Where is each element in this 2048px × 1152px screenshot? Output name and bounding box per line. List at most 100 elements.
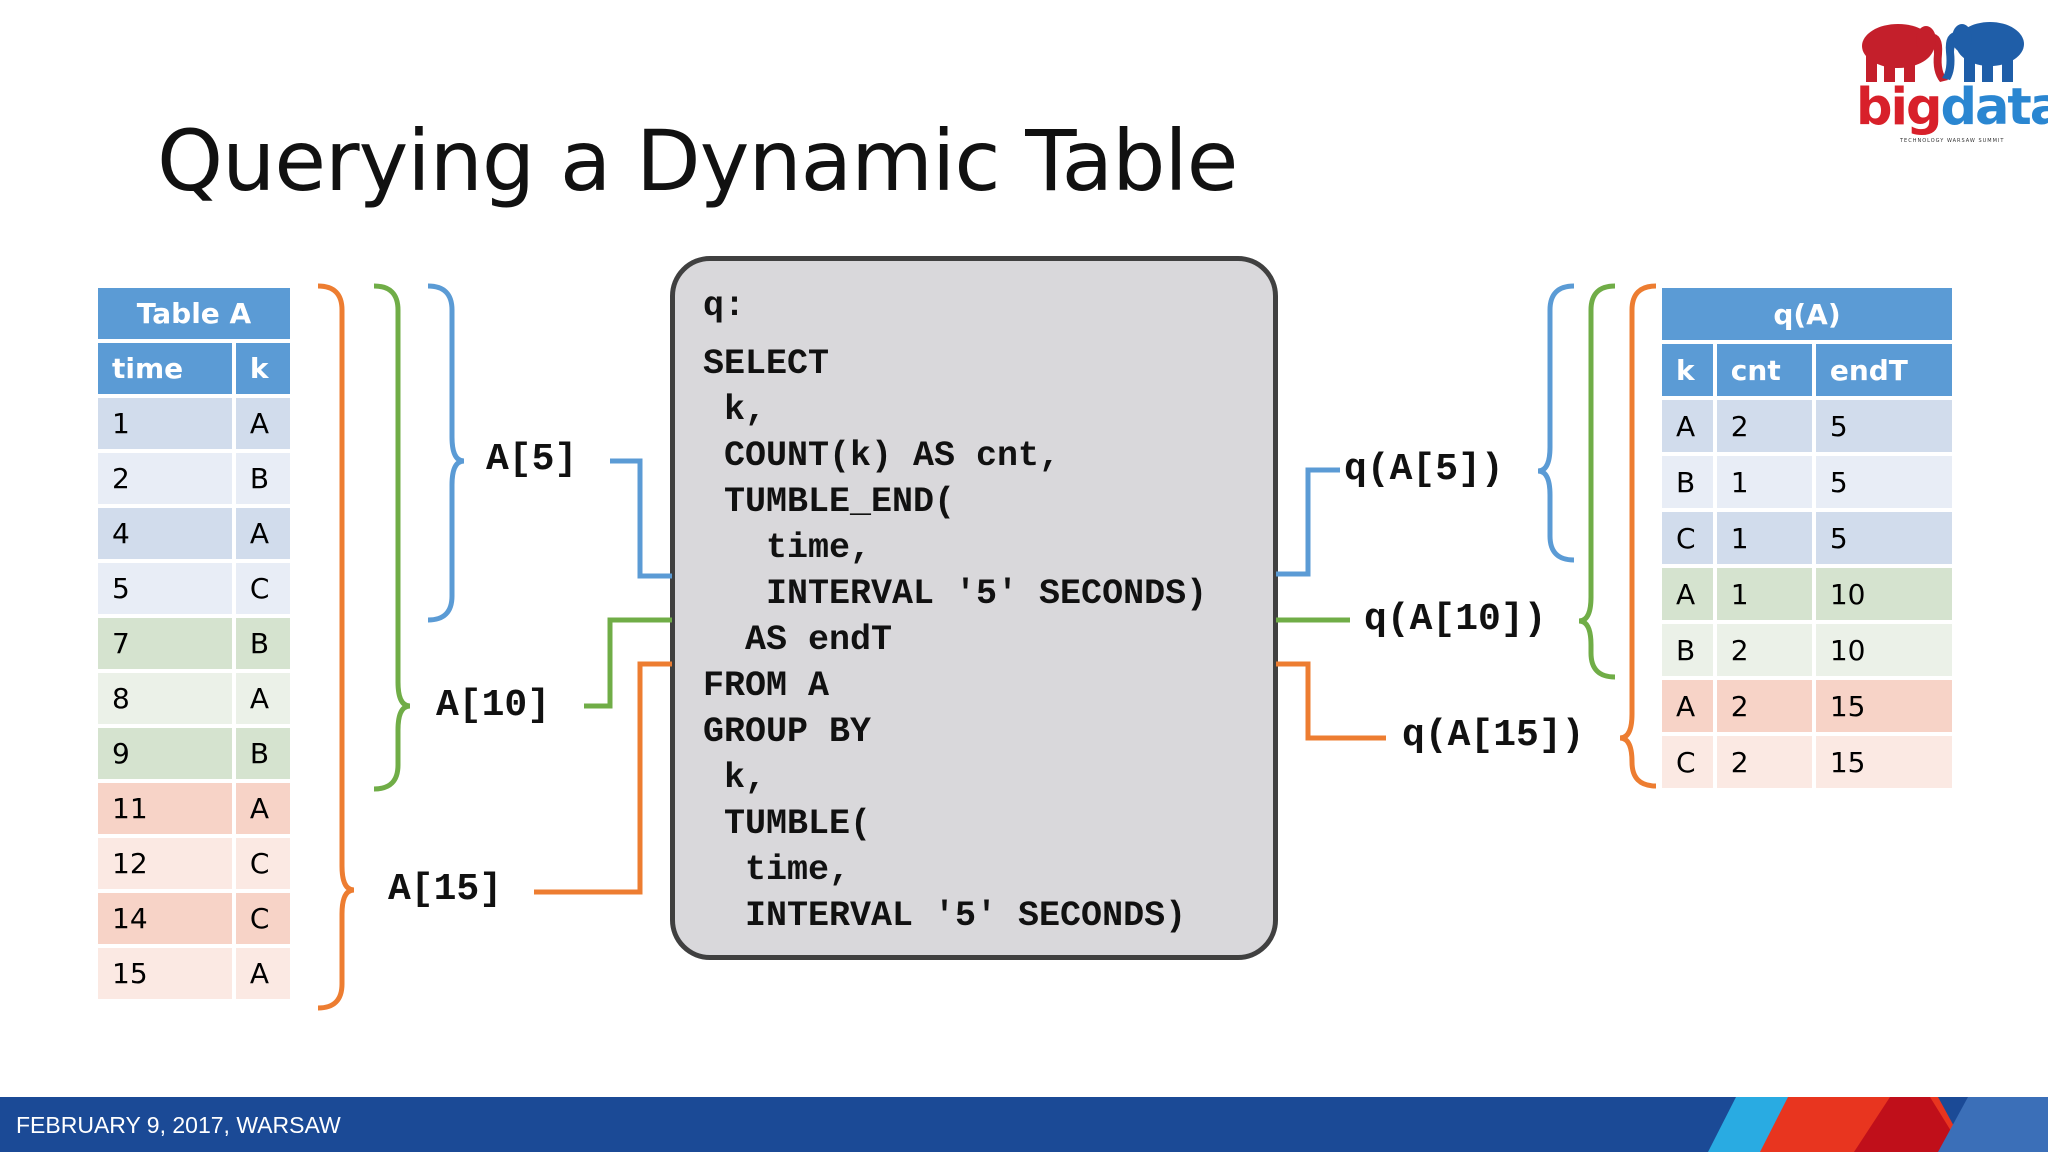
table-a-cell-time: 11 bbox=[96, 781, 234, 836]
table-q-cell-k: A bbox=[1660, 566, 1715, 622]
bigdata-logo: bigdata TECHNOLOGY WARSAW SUMMIT bbox=[1852, 14, 2048, 144]
table-q-cell-endt: 10 bbox=[1813, 622, 1954, 678]
query-line: time, bbox=[703, 528, 872, 568]
connector-a5 bbox=[610, 458, 672, 579]
table-q-cell-endt: 5 bbox=[1813, 510, 1954, 566]
query-line: FROM A bbox=[703, 666, 830, 706]
table-q-cell-cnt: 2 bbox=[1714, 622, 1814, 678]
brace-qa5 bbox=[1537, 283, 1575, 563]
query-line: TUMBLE( bbox=[703, 804, 872, 844]
table-a-cell-k: C bbox=[233, 561, 292, 616]
table-a-cell-k: C bbox=[233, 836, 292, 891]
query-line: SELECT bbox=[703, 344, 830, 384]
label-q-a5: q(A[5]) bbox=[1344, 448, 1504, 491]
query-line: TUMBLE_END( bbox=[703, 482, 956, 522]
table-a-header-time: time bbox=[96, 341, 234, 396]
table-a-cell-k: B bbox=[233, 616, 292, 671]
logo-word-big: big bbox=[1856, 78, 1942, 137]
brace-qa10 bbox=[1578, 283, 1616, 680]
table-a-cell-k: A bbox=[233, 396, 292, 451]
query-line: q: bbox=[703, 286, 746, 326]
table-q-cell-k: B bbox=[1660, 454, 1715, 510]
table-a-caption: Table A bbox=[96, 286, 292, 341]
label-q-a10: q(A[10]) bbox=[1364, 598, 1547, 641]
table-q-cell-k: A bbox=[1660, 678, 1715, 734]
table-a-cell-time: 4 bbox=[96, 506, 234, 561]
table-a-cell-time: 1 bbox=[96, 396, 234, 451]
table-q-header-cnt: cnt bbox=[1714, 342, 1814, 398]
slide-title: Querying a Dynamic Table bbox=[157, 112, 1238, 210]
table-a-cell-k: A bbox=[233, 781, 292, 836]
query-line: COUNT(k) AS cnt, bbox=[703, 436, 1061, 476]
table-q-cell-k: C bbox=[1660, 510, 1715, 566]
table-a-cell-time: 9 bbox=[96, 726, 234, 781]
table-a-cell-k: B bbox=[233, 726, 292, 781]
table-a-cell-k: C bbox=[233, 891, 292, 946]
brace-a5 bbox=[427, 283, 465, 623]
logo-wordmark: bigdata bbox=[1856, 78, 2048, 137]
footer-decoration bbox=[1708, 1097, 2048, 1152]
query-line: k, bbox=[703, 758, 767, 798]
footer-bar: FEBRUARY 9, 2017, WARSAW bbox=[0, 1097, 2048, 1152]
query-line: GROUP BY bbox=[703, 712, 872, 752]
table-a-cell-k: A bbox=[233, 946, 292, 1001]
table-q-cell-endt: 5 bbox=[1813, 454, 1954, 510]
table-q-cell-cnt: 1 bbox=[1714, 510, 1814, 566]
brace-qa15 bbox=[1619, 283, 1657, 789]
table-q-cell-endt: 15 bbox=[1813, 734, 1954, 790]
brace-a15 bbox=[317, 283, 355, 1011]
brace-a10 bbox=[373, 283, 411, 792]
query-line: time, bbox=[703, 850, 851, 890]
table-q-caption: q(A) bbox=[1660, 286, 1954, 342]
query-line: k, bbox=[703, 390, 767, 430]
table-q-header-k: k bbox=[1660, 342, 1715, 398]
table-q-cell-k: C bbox=[1660, 734, 1715, 790]
table-a-cell-k: A bbox=[233, 506, 292, 561]
table-q-cell-endt: 5 bbox=[1813, 398, 1954, 454]
table-q-cell-cnt: 2 bbox=[1714, 678, 1814, 734]
table-q-cell-endt: 15 bbox=[1813, 678, 1954, 734]
table-a-cell-time: 15 bbox=[96, 946, 234, 1001]
table-a-header-k: k bbox=[233, 341, 292, 396]
table-q-cell-cnt: 1 bbox=[1714, 454, 1814, 510]
table-a-cell-time: 12 bbox=[96, 836, 234, 891]
query-box: q: SELECT k, COUNT(k) AS cnt, TUMBLE_END(… bbox=[670, 256, 1278, 960]
elephants-icon bbox=[1862, 22, 2024, 82]
connector-qa5 bbox=[1276, 467, 1340, 577]
table-a-cell-k: A bbox=[233, 671, 292, 726]
connector-qa15 bbox=[1276, 661, 1386, 741]
table-a-cell-time: 14 bbox=[96, 891, 234, 946]
footer-date: FEBRUARY 9, 2017, WARSAW bbox=[16, 1112, 341, 1138]
table-q-header-endt: endT bbox=[1813, 342, 1954, 398]
connector-a15 bbox=[534, 661, 672, 895]
table-a-cell-time: 2 bbox=[96, 451, 234, 506]
label-a15: A[15] bbox=[388, 868, 503, 911]
label-q-a15: q(A[15]) bbox=[1402, 714, 1585, 757]
label-a5: A[5] bbox=[486, 438, 578, 481]
table-a-cell-time: 5 bbox=[96, 561, 234, 616]
table-a-cell-time: 8 bbox=[96, 671, 234, 726]
table-a-cell-time: 7 bbox=[96, 616, 234, 671]
table-q-cell-k: A bbox=[1660, 398, 1715, 454]
table-q-cell-k: B bbox=[1660, 622, 1715, 678]
